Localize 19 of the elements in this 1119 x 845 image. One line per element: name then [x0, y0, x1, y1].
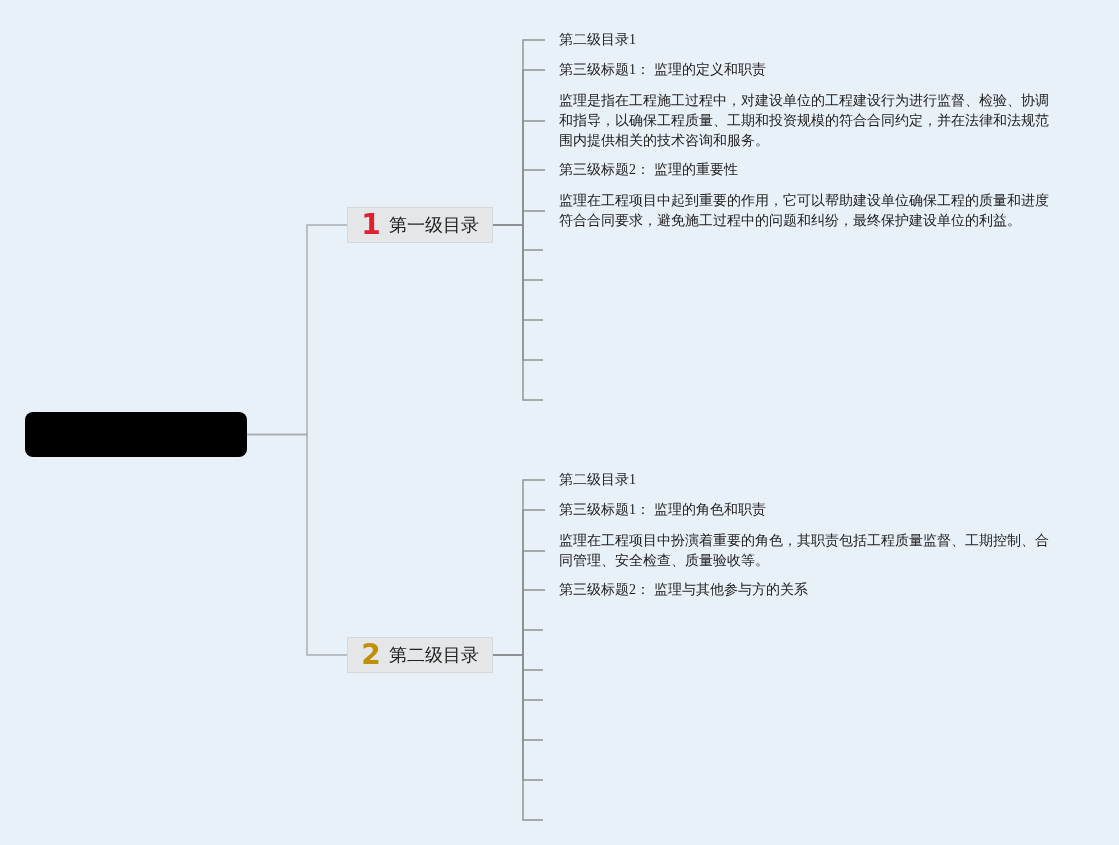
subtopic-text: 第三级标题2： 监理与其他参与方的关系 [545, 580, 1055, 600]
branch-line [246, 433, 348, 656]
topic-box [347, 637, 493, 673]
subtopic-text: 监理在工程项目中起到重要的作用，它可以帮助建设单位确保工程的质量和进度符合合同要求，避免施工过程中的问题和纠纷，最终保护建设单位的利益。 [545, 191, 1055, 231]
topic-box [347, 207, 493, 243]
subtopic-text: 第二级目录1 [545, 30, 1055, 50]
subtopic-text: 监理是指在工程施工过程中，对建设单位的工程建设行为进行监督、检验、协调和指导，以确保工程质量、工期和投资规模的符合合同约定，并在法律和法规范围内提供相关的技术咨询和服务。 [545, 91, 1055, 151]
root-box [25, 412, 247, 457]
order-number: 2 [361, 640, 381, 670]
subtopic-text: 第三级标题1： 监理的定义和职责 [545, 60, 1055, 80]
branch-line [492, 654, 544, 821]
subtopic-text: 第三级标题2： 监理的重要性 [545, 160, 1055, 180]
topic-title: 第二级目录 [388, 644, 479, 666]
branch-line [492, 224, 544, 401]
subtopic-text: 第二级目录1 [545, 470, 1055, 490]
subtopic-text: 第三级标题1： 监理的角色和职责 [545, 500, 1055, 520]
subtopic-text: 监理在工程项目中扮演着重要的角色，其职责包括工程质量监督、工期控制、合同管理、安全检查、质量验收等。 [545, 531, 1055, 571]
topic-title: 第一级目录 [388, 214, 479, 236]
order-number: 1 [361, 210, 381, 240]
